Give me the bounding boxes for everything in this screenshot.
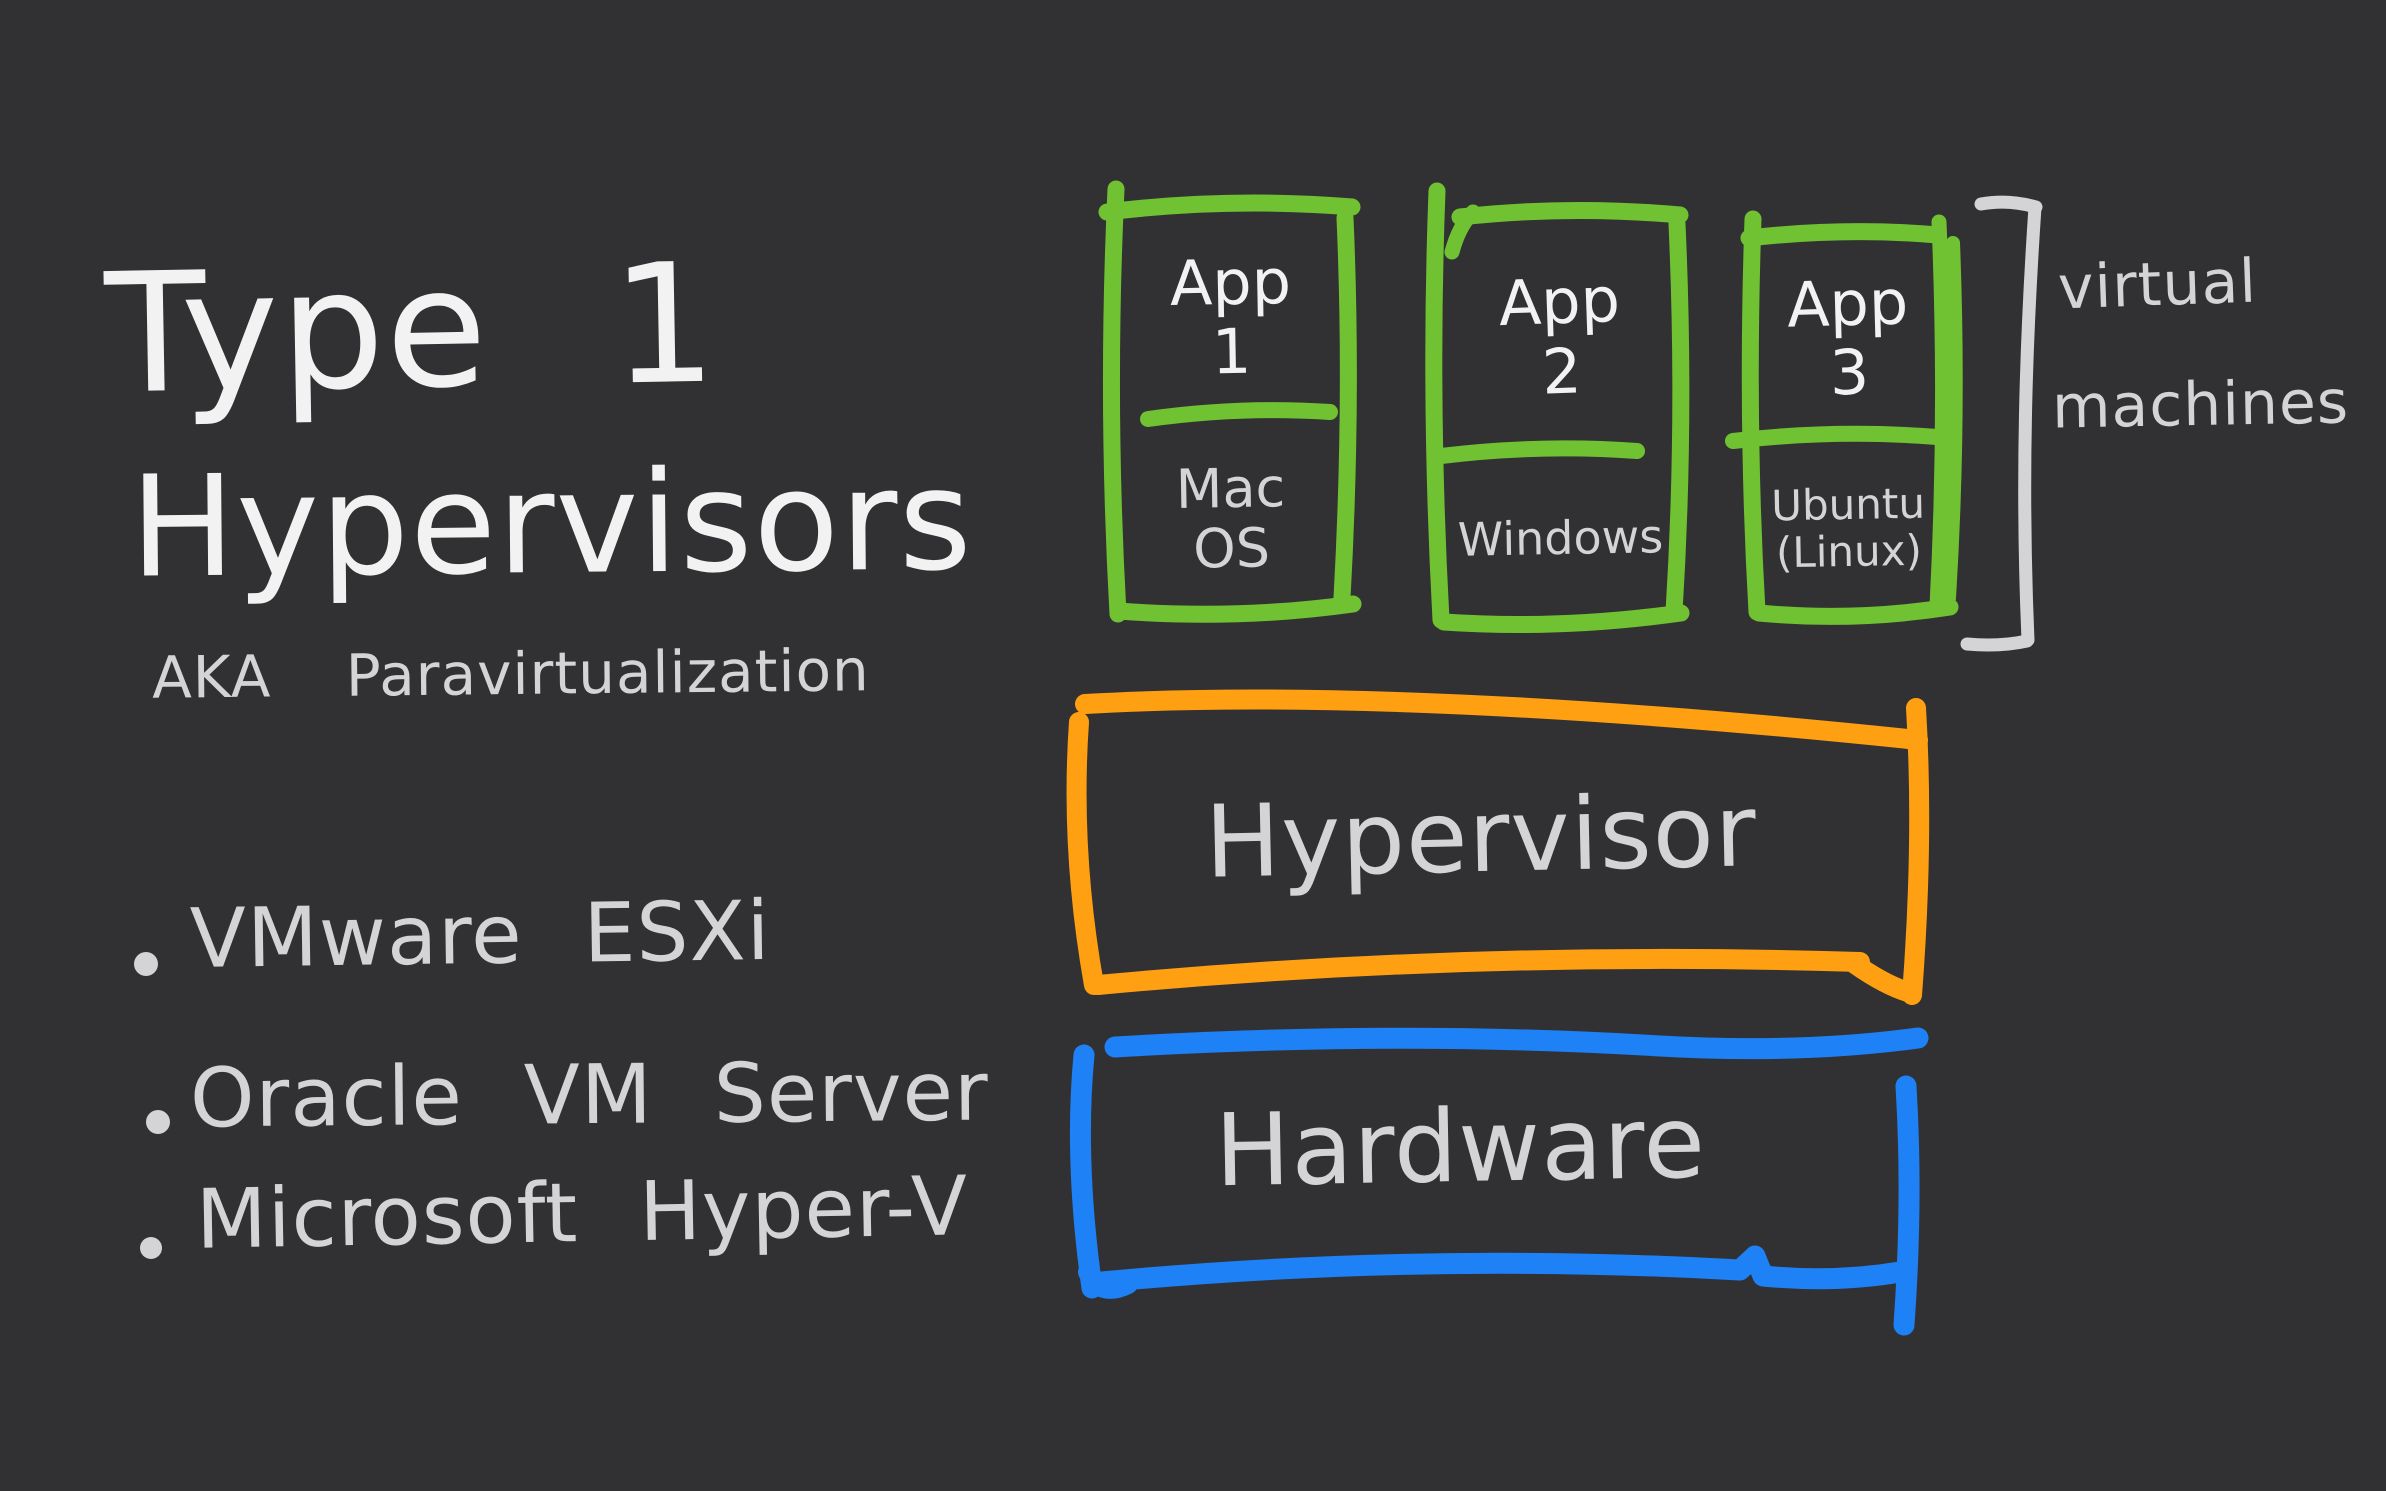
vm3-os-label: Ubuntu (Linux) xyxy=(1755,442,1943,613)
vm1-box xyxy=(1098,180,1362,623)
vm1-border-bottom xyxy=(1109,595,1362,623)
vm2-corner-hook xyxy=(1444,204,1481,260)
vm2-border-top xyxy=(1451,201,1689,226)
vm1-border-right xyxy=(1333,209,1357,607)
bracket-top xyxy=(1974,195,2043,214)
hardware-box xyxy=(1069,1027,1929,1336)
hardware-label: Hardware xyxy=(1214,1083,1707,1210)
vm3-divider xyxy=(1725,425,1945,449)
vm2-app-line1: App xyxy=(1497,262,1622,341)
list-item-microsoft-hyper-v: Microsoft Hyper-V xyxy=(195,1159,970,1268)
bracket-bottom xyxy=(1960,634,2034,652)
vm3-app-label: App 3 xyxy=(1754,240,1944,437)
vm1-app-line2: 1 xyxy=(1211,314,1252,389)
bracket-label-line1: virtual xyxy=(2056,246,2259,324)
vm1-os-line1: Mac xyxy=(1175,455,1286,521)
bracket-label-line2: machines xyxy=(2051,367,2350,443)
vm1-os-line2: OS xyxy=(1192,516,1271,581)
vm3-border-right-retrace xyxy=(1942,236,1963,605)
bracket-side xyxy=(2018,200,2042,647)
list-item-vmware-esxi: VMware ESXi xyxy=(189,883,772,988)
vm3-box xyxy=(1725,210,1963,625)
vm2-os-line1: Windows xyxy=(1457,509,1664,568)
vm3-os-line1: Ubuntu xyxy=(1770,478,1926,531)
vm3-border-right xyxy=(1929,214,1951,614)
bullet-dots xyxy=(134,952,170,1259)
hypervisor-border-bottom xyxy=(1088,948,1870,995)
hypervisor-label: Hypervisor xyxy=(1203,772,1759,901)
hypervisor-border-top xyxy=(1075,689,1928,750)
bullet-dot-2 xyxy=(146,1110,170,1134)
hardware-border-top xyxy=(1104,1027,1929,1060)
vm1-app-label: App 1 xyxy=(1114,216,1347,418)
hypervisor-box xyxy=(1066,689,1930,1005)
vm2-os-label: Windows xyxy=(1442,458,1680,620)
vm3-app-line2: 3 xyxy=(1828,335,1871,410)
vm1-border-top xyxy=(1098,194,1361,221)
vm3-app-line1: App xyxy=(1786,265,1910,342)
hardware-border-right xyxy=(1893,1075,1920,1336)
vm3-border-bottom xyxy=(1750,598,1959,625)
hypervisor-border-left xyxy=(1066,712,1104,995)
vm2-box xyxy=(1425,182,1690,634)
vm2-border-left xyxy=(1425,182,1450,629)
page-title-line1: Type 1 xyxy=(103,227,720,431)
page-subtitle: AKA Paravirtualization xyxy=(151,636,871,712)
vm-bracket xyxy=(1960,195,2043,652)
vm2-border-bottom xyxy=(1435,604,1690,634)
page-title-line2: Hypervisors xyxy=(129,439,974,610)
hypervisor-corner-hook xyxy=(1845,954,1918,1002)
vm3-border-top xyxy=(1740,223,1947,247)
vm1-divider xyxy=(1140,402,1338,427)
vm3-border-left xyxy=(1741,210,1766,621)
vm2-border-right xyxy=(1665,215,1690,621)
bullet-dot-1 xyxy=(134,952,158,976)
hardware-border-bottom xyxy=(1091,1245,1911,1293)
vm1-app-line1: App xyxy=(1169,244,1292,320)
vm2-app-line2: 2 xyxy=(1540,333,1583,409)
vm2-divider xyxy=(1433,440,1645,464)
hypervisor-border-right xyxy=(1902,698,1930,1005)
vm3-os-line2: (Linux) xyxy=(1775,525,1923,578)
vm2-app-label: App 2 xyxy=(1439,220,1682,453)
bullet-dot-3 xyxy=(140,1237,162,1259)
hardware-border-left xyxy=(1069,1044,1103,1299)
list-item-oracle-vm-server: Oracle VM Server xyxy=(189,1044,990,1147)
vm1-border-left xyxy=(1102,180,1127,623)
vm1-os-label: Mac OS xyxy=(1114,426,1347,612)
